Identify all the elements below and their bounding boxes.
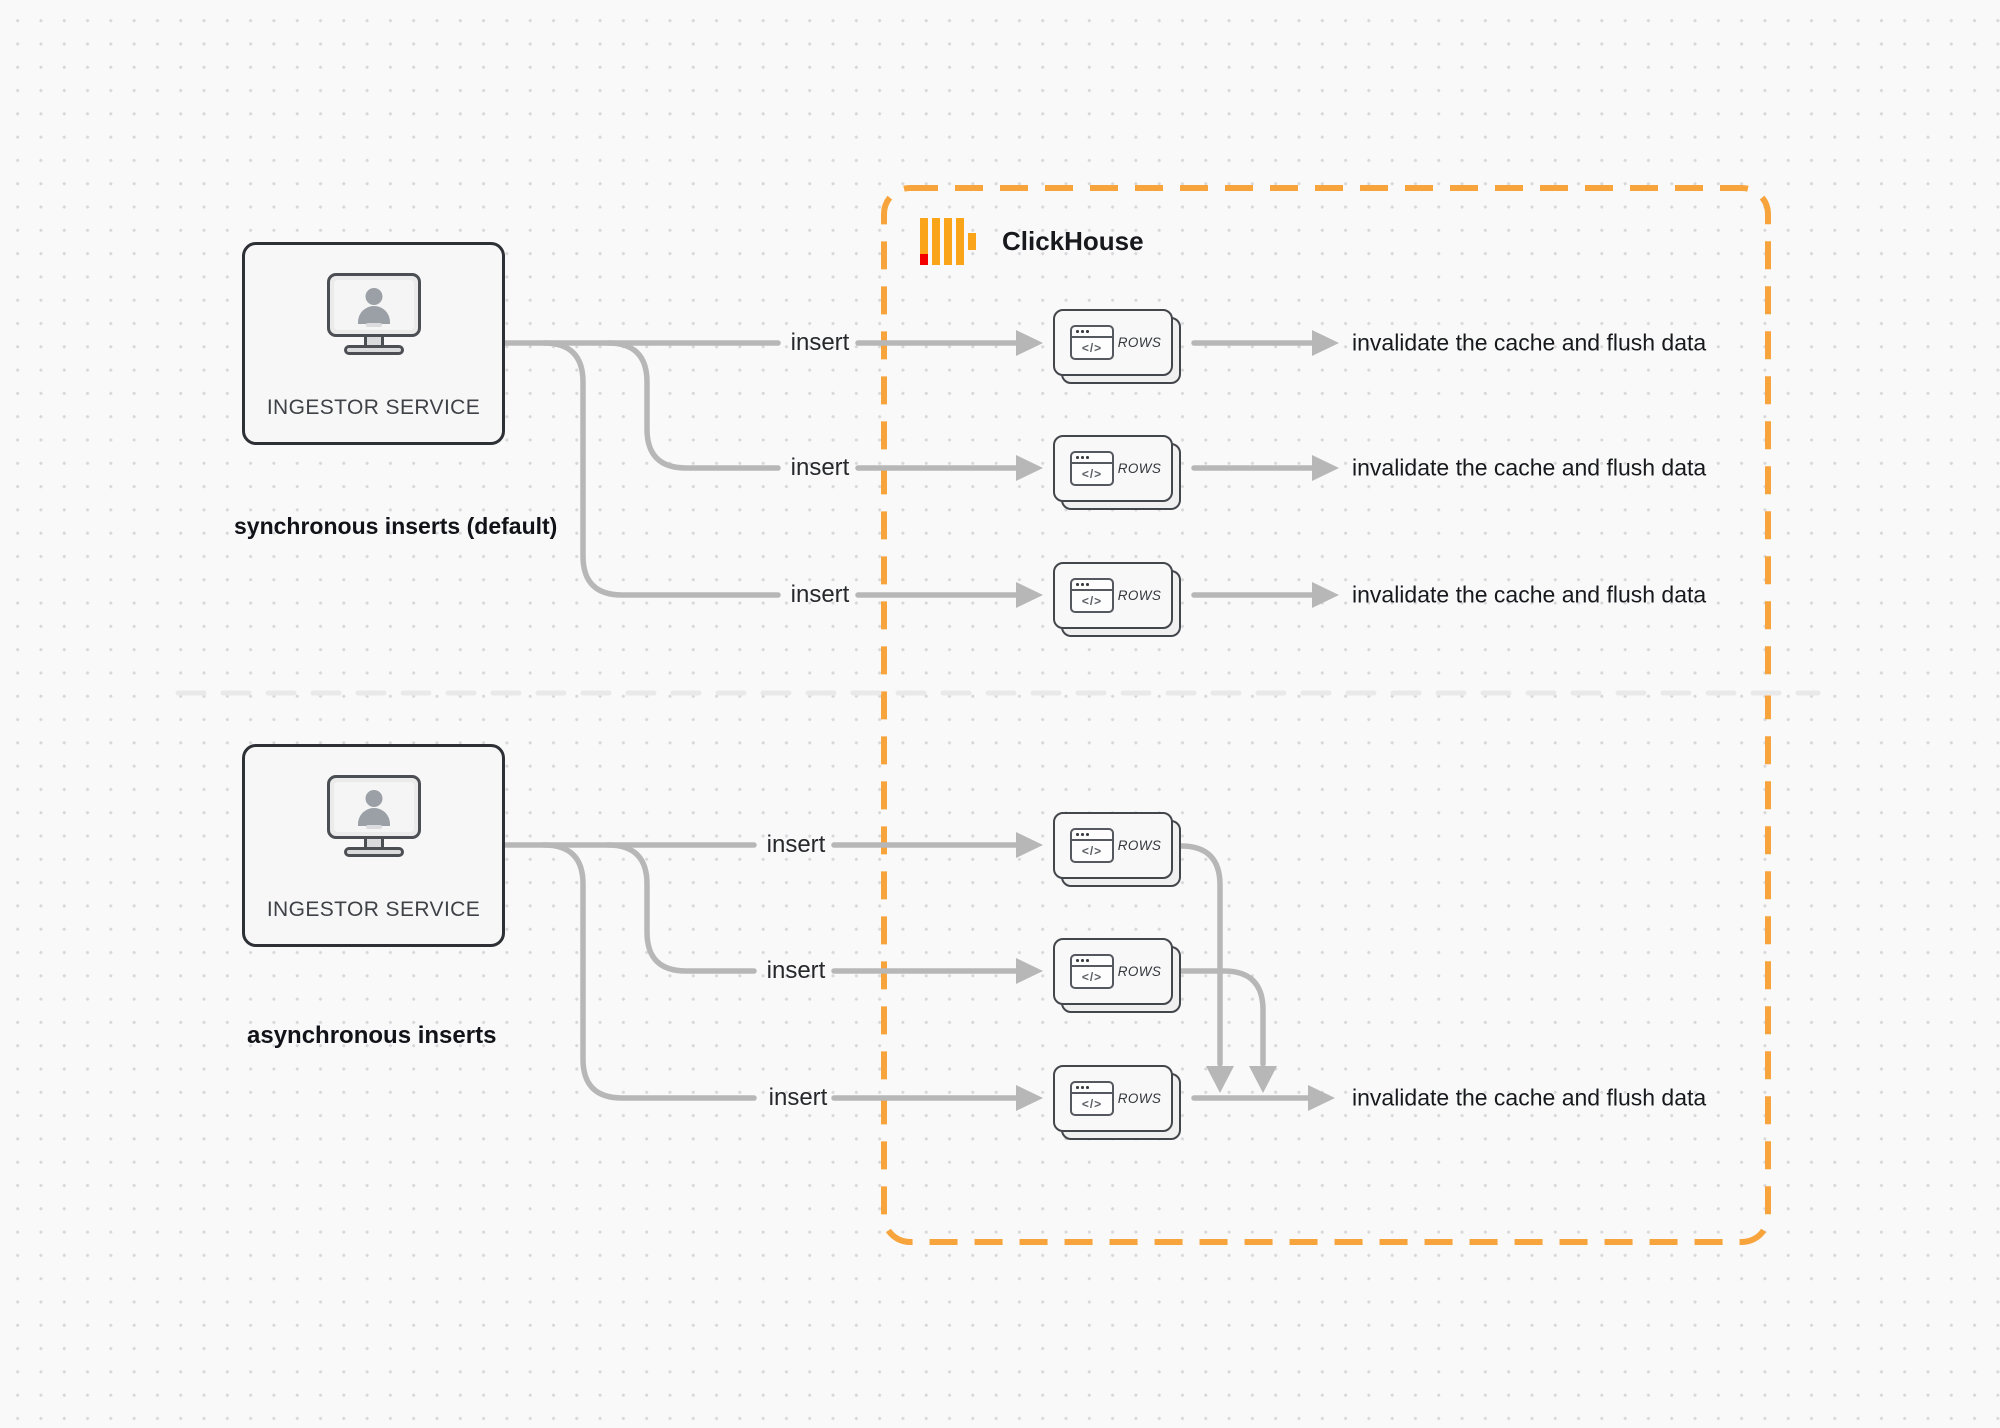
rows-label: ROWS [1117, 838, 1162, 853]
async-section-caption: asynchronous inserts [247, 1022, 497, 1049]
rows-label: ROWS [1117, 964, 1162, 979]
rows-label: ROWS [1117, 335, 1162, 350]
ingestor-service-label: INGESTOR SERVICE [266, 898, 481, 921]
rows-label: ROWS [1117, 588, 1162, 603]
result-label: invalidate the cache and flush data [1352, 581, 1707, 608]
clickhouse-container-border [881, 185, 1771, 1245]
arrowheads [1016, 330, 1339, 1111]
rows-card-async-3: </> ROWS [1053, 1065, 1181, 1140]
insert-edge-label: insert [790, 329, 850, 356]
connector-lines [502, 340, 1315, 1101]
ingestor-service-box-sync: INGESTOR SERVICE [242, 242, 505, 445]
rows-card-sync-1: </> ROWS [1053, 309, 1181, 384]
rows-label: ROWS [1117, 1091, 1162, 1106]
result-label: invalidate the cache and flush data [1352, 454, 1707, 481]
rows-card-async-1: </> ROWS [1053, 812, 1181, 887]
browser-code-icon: </> [1070, 954, 1114, 989]
browser-code-icon: </> [1070, 1081, 1114, 1116]
ingestor-service-label: INGESTOR SERVICE [266, 396, 481, 419]
rows-card-sync-2: </> ROWS [1053, 435, 1181, 510]
insert-edge-label: insert [766, 831, 826, 858]
insert-edge-label: insert [768, 1084, 828, 1111]
clickhouse-label: ClickHouse [1002, 226, 1144, 256]
result-label-merged: invalidate the cache and flush data [1352, 1084, 1707, 1111]
insert-edge-label: insert [790, 454, 850, 481]
browser-code-icon: </> [1070, 828, 1114, 863]
browser-code-icon: </> [1070, 451, 1114, 486]
async-edge-3a [541, 842, 757, 1101]
browser-code-icon: </> [1070, 578, 1114, 613]
rows-card-sync-3: </> ROWS [1053, 562, 1181, 637]
async-merge-1 [1178, 843, 1223, 1067]
rows-card-async-2: </> ROWS [1053, 938, 1181, 1013]
monitor-user-icon [326, 273, 421, 355]
insert-edge-label: insert [766, 957, 826, 984]
sync-section-caption: synchronous inserts (default) [234, 513, 558, 539]
ingestor-service-box-async: INGESTOR SERVICE [242, 744, 505, 947]
result-label: invalidate the cache and flush data [1352, 329, 1707, 356]
clickhouse-header: ClickHouse [920, 218, 1144, 265]
sync-edge-2a [605, 340, 781, 471]
clickhouse-logo [920, 218, 976, 265]
async-merge-2 [1178, 968, 1266, 1067]
insert-edge-label: insert [790, 581, 850, 608]
rows-label: ROWS [1117, 461, 1162, 476]
async-edge-2a [605, 842, 757, 974]
sync-edge-3a [541, 340, 781, 598]
browser-code-icon: </> [1070, 325, 1114, 360]
monitor-user-icon [326, 775, 421, 857]
